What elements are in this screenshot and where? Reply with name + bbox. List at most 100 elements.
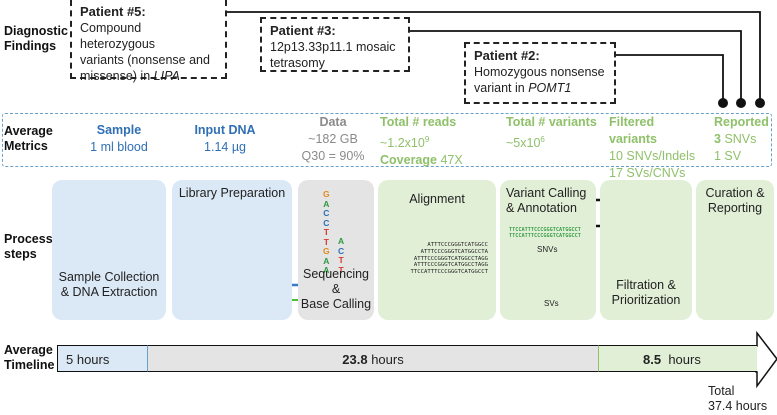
row-label-line: Diagnostic [4,24,68,38]
metric-label: Filtered variants [609,115,657,146]
sequence-letter: C [323,217,330,228]
step-label: Variant Calling & Annotation [506,186,587,215]
sequence-letter: G [323,189,330,199]
read-line: TTCCATTTCCCGGGTCATGGCCT [509,227,581,233]
step-sample-collection: Sample Collection & DNA Extraction [52,180,166,320]
timeline-segment-2: 23.8 hours [148,345,598,372]
row-label-line: Timeline [4,358,55,372]
timeline-seg3-num: 8.5 [643,352,662,367]
patient-gene: POMT1 [528,81,572,95]
metric-value: ~182 GB [308,132,358,146]
metric-sample: Sample 1 ml blood [82,122,156,156]
coverage-value: 47X [440,153,463,168]
sequence-letter: A [323,255,330,266]
step-variant-calling: Variant Calling & Annotation TTCCATTTCCC… [500,180,596,320]
sequence-letter: G [323,246,330,256]
step-label: Curation & Reporting [705,186,765,215]
metric-value: 17 SVs/CNVs [609,166,686,180]
step-curation: Curation & Reporting [696,180,774,320]
timeline-seg3-unit: hours [668,352,701,367]
sequence-letter: T [323,227,329,237]
metrics-band [2,113,772,167]
patient-5-box: Patient #5: Compound heterozygous varian… [70,0,227,83]
step-label: Sequencing & Base Calling [300,267,372,311]
patient-text: 12p13.33p11.1 mosaic [270,40,396,54]
step-label: Sample Collection & DNA Extraction [58,270,160,299]
metric-data: Data ~182 GB Q30 = 90% [296,114,370,165]
metric-value-base: ~1.2x10 [380,136,425,151]
metric-variants: Total # variants ~5x106 [506,114,604,152]
coverage-label: Coverage [380,153,437,168]
row-label-line: Average [4,124,53,138]
sequence-letter: A [338,236,345,246]
sequence-letter: T [338,264,344,275]
row-label-diagnostic: Diagnostic Findings [4,24,68,54]
patient-text-part: missense) in [80,69,151,83]
row-label-process: Process steps [4,232,53,262]
read-line: ATTTCCCGGGTCATGGCCTAGG [413,262,488,269]
timeline-arrow [755,330,777,389]
metric-value-base: ~5x10 [506,136,541,151]
metric-reads: Total # reads ~1.2x109 Coverage 47X [380,114,476,169]
timeline-segment-1: 5 hours [57,345,148,372]
patient-text: Compound heterozygous [80,21,156,51]
metric-value: 10 SNVs/Indels [609,149,696,163]
patient-title: Patient #5: [80,4,146,19]
patient-text: variant in POMT1 [474,80,606,96]
patient-title: Patient #2: [474,48,540,63]
patient-text: Homozygous nonsense [474,65,605,79]
read-line: TTCCATTTCCCGGGTCATGGCCT [410,269,488,276]
connector-dots [718,98,765,108]
row-label-line: Process [4,232,53,246]
metric-value: ~5x106 [506,131,604,152]
row-label-line: steps [4,247,37,261]
connector-lines [226,11,761,100]
row-label-line: Average [4,343,53,357]
metric-label: Data [319,115,347,129]
metric-value: 1.14 µg [204,140,246,154]
metric-label: Total # reads [380,115,457,129]
sequence-letter: C [338,245,345,256]
total-value: 37.4 hours [708,399,768,413]
step-label: Alignment [409,192,465,206]
sequence-letter: T [338,255,344,265]
patient-2-box: Patient #2: Homozygous nonsense variant … [464,42,616,104]
metric-value: Q30 = 90% [301,149,365,163]
metric-reported: Reported 3 SNVs 1 SV [714,114,774,165]
step-filtration: Filtration & Prioritization [600,180,692,320]
patient-text: missense) in LIPA [80,68,217,84]
sequence-letter: C [323,208,330,218]
sequence-letter: T [323,236,329,247]
metric-value: 3 SNVs [714,131,774,148]
metric-value: 1 SV [714,149,742,163]
patient-gene: LIPA [153,69,180,83]
metric-coverage: Coverage 47X [380,152,476,169]
read-line: ATTTCCCGGGTCATGGCC [427,242,488,248]
step-label: Filtration & Prioritization [611,278,681,307]
metric-label: Total # variants [506,115,597,129]
metric-value: ~1.2x109 [380,131,476,152]
read-line: ATTTCCCGGGTCATGGCCTAGG [413,255,488,262]
read-line: ATTTCCCGGGTCATGGCCTA [420,248,488,255]
reported-snv-unit: SNVs [724,132,757,146]
step-label: Library Preparation [178,186,286,200]
metric-input-dna: Input DNA 1.14 µg [184,122,266,156]
read-line: TTCCATTTCCCGGGTCATGGCCT [509,233,581,240]
timeline-seg1-text: 5 hours [66,352,110,367]
metric-label: Input DNA [194,123,256,137]
metric-value-exp: 9 [424,135,430,144]
metric-label: Sample [96,123,142,137]
metric-value-exp: 6 [540,135,545,144]
row-label-timeline: Average Timeline [4,343,54,373]
sequence-letter: A [323,198,330,209]
row-label-metrics: Average Metrics [4,124,53,154]
total-label: Total [708,384,735,398]
timeline-segment-3: 8.5 hours [598,345,757,372]
snvs-label: SNVs [537,245,558,254]
timeline-seg2-unit: hours [371,352,404,367]
